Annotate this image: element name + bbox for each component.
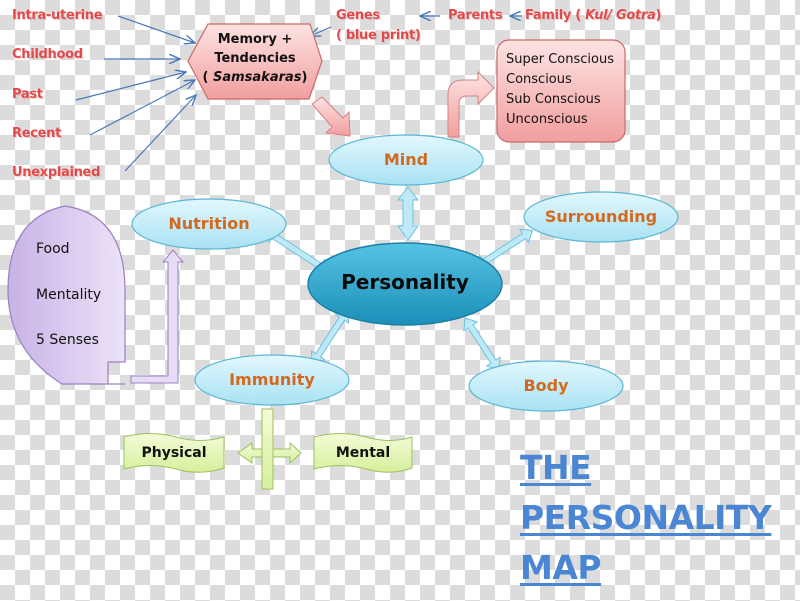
consciousness-item: Conscious xyxy=(506,72,572,87)
immunity-ellipse xyxy=(194,354,350,406)
mind-to-consciousness-arrow xyxy=(447,70,495,138)
memory-hexagon xyxy=(187,23,323,100)
samsakaras-line: ( Samsakaras) xyxy=(202,70,308,85)
consciousness-item: Super Conscious xyxy=(506,52,614,67)
immunity-label: Immunity xyxy=(229,370,315,389)
body-label: Body xyxy=(523,376,569,395)
genes-blueprint-label: ( blue print) xyxy=(336,28,421,43)
mental-banner xyxy=(313,433,413,473)
memory-line: Memory + xyxy=(217,32,293,47)
sources-to-nutrition-arrow xyxy=(130,249,185,384)
personality-ellipse xyxy=(307,242,503,326)
immunity-split-arrow xyxy=(237,408,302,490)
source-5-senses: 5 Senses xyxy=(36,332,99,348)
physical-label: Physical xyxy=(141,445,207,461)
body-ellipse xyxy=(468,360,624,412)
consciousness-item: Unconscious xyxy=(506,112,588,127)
mind-label: Mind xyxy=(383,150,429,169)
nutrition-label: Nutrition xyxy=(168,214,250,233)
consciousness-item: Sub Conscious xyxy=(506,92,601,107)
source-mentality: Mentality xyxy=(36,287,102,303)
surrounding-label: Surrounding xyxy=(544,207,658,226)
parents-label: Parents xyxy=(448,8,503,23)
memory-node-text: Memory + Tendencies ( Samsakaras) xyxy=(188,30,322,87)
physical-banner xyxy=(123,433,225,473)
mind-ellipse xyxy=(328,134,484,186)
source-food: Food xyxy=(36,241,70,257)
memory-input-recent: Recent xyxy=(12,126,62,141)
title-line-the: THE xyxy=(520,448,592,487)
nutrition-ellipse xyxy=(131,198,287,250)
center-connector-arrows xyxy=(396,186,420,241)
tendencies-line: Tendencies xyxy=(214,51,296,66)
mental-label: Mental xyxy=(335,445,391,461)
title-line-personality: PERSONALITY xyxy=(520,498,772,537)
diagonal-arrows xyxy=(264,228,534,371)
memory-input-unexplained: Unexplained xyxy=(12,165,101,180)
memory-input-intra-uterine: Intra-uterine xyxy=(12,8,103,23)
memory-input-arrows xyxy=(75,16,522,172)
genes-label: Genes xyxy=(336,8,380,23)
consciousness-box xyxy=(496,39,626,143)
nutrition-sources-callout xyxy=(7,205,126,385)
memory-input-childhood: Childhood xyxy=(12,47,83,62)
memory-input-past: Past xyxy=(12,87,43,102)
family-label: Family ( Kul/ Gotra) xyxy=(525,8,662,23)
consciousness-list: Super Conscious Conscious Sub Conscious … xyxy=(506,50,614,130)
personality-label: Personality xyxy=(341,270,469,294)
title-line-map: MAP xyxy=(520,548,602,587)
memory-to-mind-arrow xyxy=(311,96,351,137)
surrounding-ellipse xyxy=(523,191,679,243)
